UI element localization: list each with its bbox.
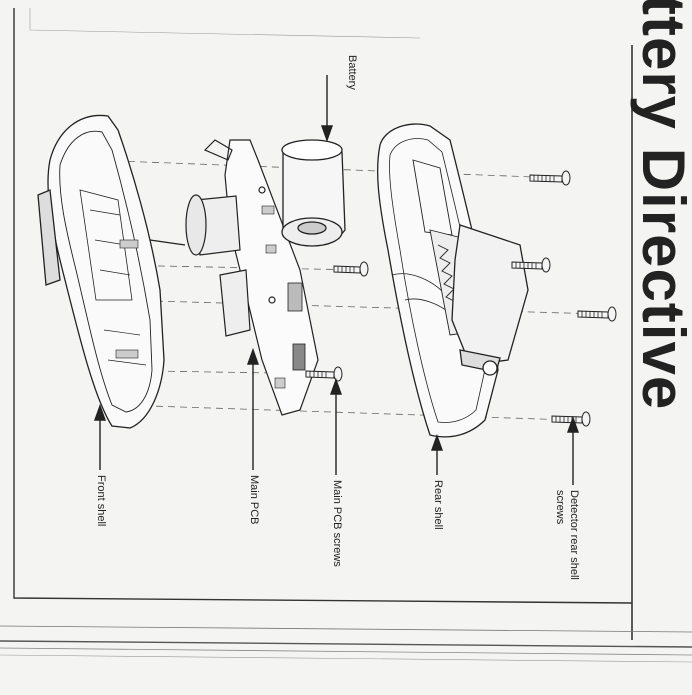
front-shell [37, 114, 186, 429]
page-heading: ttery Directive [612, 0, 692, 410]
detector-rear-shell-screw-1 [529, 170, 571, 186]
main-pcb [185, 139, 319, 416]
battery [281, 139, 346, 247]
label-detector-rear-shell-screws-line2: screws [554, 490, 566, 525]
label-front-shell: Front shell [95, 475, 107, 527]
main-pcb-screw-1 [333, 261, 369, 277]
label-detector-rear-shell-screws-line1: Detector rear shell [568, 490, 580, 580]
label-main-pcb: Main PCB [248, 475, 260, 525]
heading-text: ttery Directive [630, 0, 692, 411]
detector-rear-shell-screw-3 [577, 306, 617, 322]
rear-shell [377, 123, 529, 438]
label-main-pcb-screws: Main PCB screws [331, 480, 343, 567]
detector-rear-shell-screw-2 [511, 257, 551, 273]
leader-lines [94, 75, 579, 485]
page-border [0, 8, 692, 663]
label-rear-shell: Rear shell [432, 480, 444, 530]
label-battery: Battery [346, 55, 358, 90]
main-pcb-screw-2 [305, 366, 343, 382]
